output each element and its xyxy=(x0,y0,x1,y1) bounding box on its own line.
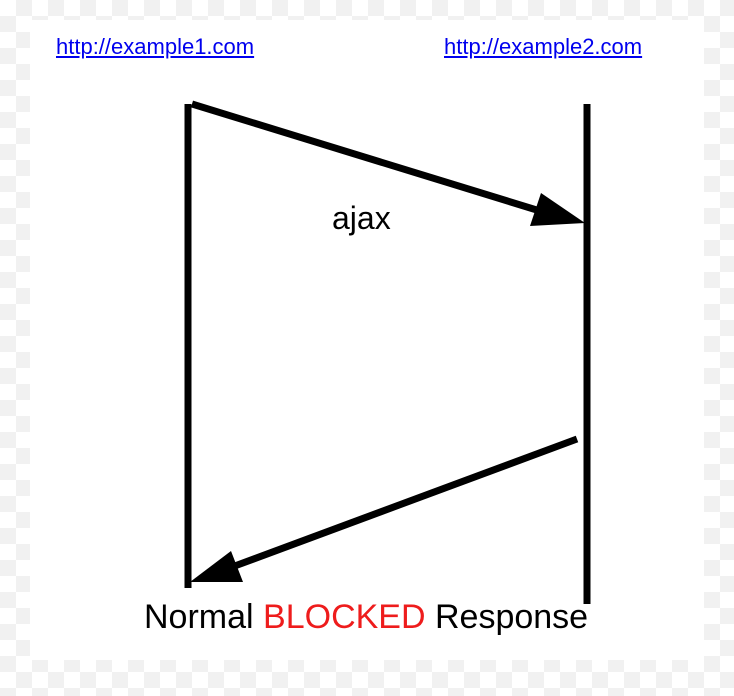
response-arrowhead xyxy=(190,551,243,582)
response-label: Normal BLOCKED Response xyxy=(144,598,588,637)
blocked-word: BLOCKED xyxy=(263,598,426,636)
response-suffix: Response xyxy=(434,598,589,636)
example2-link[interactable]: http://example2.com xyxy=(444,34,643,59)
example1-link[interactable]: http://example1.com xyxy=(56,34,255,59)
request-arrowhead xyxy=(530,193,585,226)
ajax-label: ajax xyxy=(332,200,391,236)
response-arrow-line xyxy=(230,435,579,571)
diagram-panel xyxy=(30,20,704,660)
response-prefix: Normal xyxy=(144,598,254,636)
request-arrow-line xyxy=(190,100,542,215)
response-arrow xyxy=(190,435,579,582)
request-arrow xyxy=(190,100,585,226)
